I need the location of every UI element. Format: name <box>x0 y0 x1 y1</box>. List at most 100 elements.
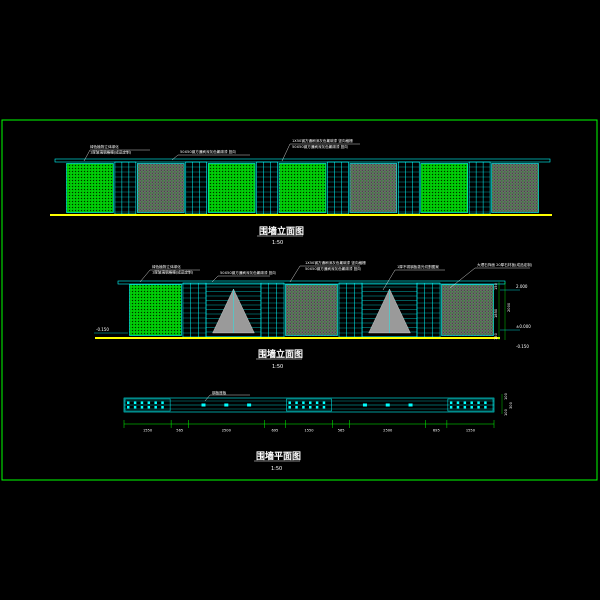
slat-frame <box>114 161 137 215</box>
plan-post <box>247 403 252 407</box>
plan-post <box>449 401 453 404</box>
dim-text: 1550 <box>143 429 153 433</box>
note: 50X50钢方通刷深灰色氟碳漆 竖向 <box>220 270 276 275</box>
plan-post <box>484 406 487 409</box>
slat-frame <box>416 282 441 338</box>
slat-frame <box>327 161 349 215</box>
dim-text: 100 <box>504 408 508 416</box>
drawing-title: 围墙平面图 <box>256 450 301 462</box>
plan-post <box>456 401 460 404</box>
green-panel <box>66 163 114 213</box>
plan-post <box>161 406 164 409</box>
drawing-scale: 1:50 <box>272 364 283 370</box>
note: 50X50钢方通刷深灰色氟碳漆 竖向 <box>180 149 236 154</box>
plan-post <box>470 401 473 404</box>
plan-post <box>302 401 305 404</box>
plan-post <box>154 401 157 404</box>
level-marks: -0.150 2.000 ±0.000 -0.150 <box>94 284 531 349</box>
note: 钢板座板 <box>212 390 227 395</box>
elevation-1: 绿色植物立体绿化 1厚玻璃钢格栅(成品定制) 50X50钢方通刷深灰色氟碳漆 竖… <box>50 138 552 246</box>
note: 大理石饰面 20厚石材板(成品定制) <box>477 262 533 267</box>
plan-post <box>309 401 312 404</box>
note: 50X50钢方通刷深灰色氟碳漆 竖向 <box>305 266 361 271</box>
drawing-frame <box>1 119 598 481</box>
plan-post <box>147 406 151 409</box>
plan-side-dimensions: 100 300 100 <box>501 392 513 416</box>
plan-block <box>124 398 171 412</box>
elevation-2: 绿色植物立体绿化 1厚玻璃钢格栅(成品定制) 50X50钢方通刷深灰色氟碳漆 竖… <box>94 260 533 370</box>
level-ground: ±0.000 <box>516 324 531 329</box>
plan-post <box>449 406 453 409</box>
plan-post <box>201 403 206 407</box>
slat-frame <box>468 161 491 215</box>
slat-frame <box>182 282 207 338</box>
plan-post <box>322 401 326 404</box>
plan-post <box>295 401 298 404</box>
elevation-2-panels <box>117 280 506 338</box>
note: 1厚玻璃钢格栅(成品定制) <box>90 150 132 155</box>
plan-post <box>133 401 137 404</box>
dim-text: 695 <box>433 429 440 433</box>
drawing-scale: 1:50 <box>271 466 282 472</box>
note: 1X50钢方通刷深灰色氟碳漆 竖向格栅 <box>292 138 353 143</box>
drawing-scale: 1:50 <box>272 240 283 246</box>
drawing-title: 围墙立面图 <box>259 225 304 237</box>
plan-post <box>477 406 480 409</box>
green-panel <box>420 163 468 213</box>
plan-post <box>288 401 291 404</box>
grey-panel <box>491 163 539 213</box>
grey-panel <box>349 163 398 213</box>
dim-text: 150 <box>494 282 498 290</box>
plan-post <box>127 406 130 409</box>
drawing-title: 围墙立面图 <box>258 348 303 360</box>
plan-post <box>309 406 312 409</box>
plan-post <box>315 406 319 409</box>
top-cap <box>117 280 506 285</box>
plan-post <box>322 406 326 409</box>
dim-text: 565 <box>338 429 345 433</box>
note: 1厚玻璃钢格栅(成品定制) <box>152 270 194 275</box>
plan-post <box>140 406 144 409</box>
plan-post <box>295 406 298 409</box>
grey-panel <box>441 284 494 336</box>
elevation-2-notes: 绿色植物立体绿化 1厚玻璃钢格栅(成品定制) 50X50钢方通刷深灰色氟碳漆 竖… <box>139 260 533 291</box>
plan-post <box>147 401 151 404</box>
dim-text: 565 <box>176 429 183 433</box>
plan-post <box>140 401 144 404</box>
slat-frame <box>256 161 278 215</box>
slat-frame <box>185 161 208 215</box>
plan-block <box>286 398 332 412</box>
green-panel <box>207 163 256 213</box>
note: 绿色植物立体绿化 <box>152 264 181 269</box>
plan-post <box>288 406 291 409</box>
slat-frame <box>338 282 363 338</box>
plan-post <box>463 401 467 404</box>
level-bottom: -0.150 <box>516 344 529 349</box>
note: 绿色植物立体绿化 <box>90 144 119 149</box>
plan-post <box>362 403 367 407</box>
dim-text: 100 <box>504 392 508 400</box>
dim-text: 2000 <box>507 302 511 312</box>
level-top: 2.000 <box>516 284 528 289</box>
slat-frame <box>397 161 420 215</box>
note: 50X50钢方通刷深灰色氟碳漆 竖向 <box>292 144 348 149</box>
plan-post <box>456 406 460 409</box>
plan-post <box>224 403 229 407</box>
grey-panel <box>137 163 185 213</box>
green-panel <box>129 284 182 336</box>
plan-post <box>161 401 164 404</box>
plan-post <box>477 401 480 404</box>
dim-text: 695 <box>271 429 278 433</box>
level-left: -0.150 <box>96 327 109 332</box>
plan-post <box>484 401 487 404</box>
dim-text: 300 <box>509 401 513 409</box>
side-dimensions: 150 1850 2000 150 <box>494 282 511 340</box>
dim-text: 2500 <box>383 429 393 433</box>
elevation-1-notes: 绿色植物立体绿化 1厚玻璃钢格栅(成品定制) 50X50钢方通刷深灰色氟碳漆 竖… <box>83 138 360 162</box>
dim-text: 1550 <box>466 429 476 433</box>
plan-post <box>470 406 473 409</box>
plan-post <box>463 406 467 409</box>
